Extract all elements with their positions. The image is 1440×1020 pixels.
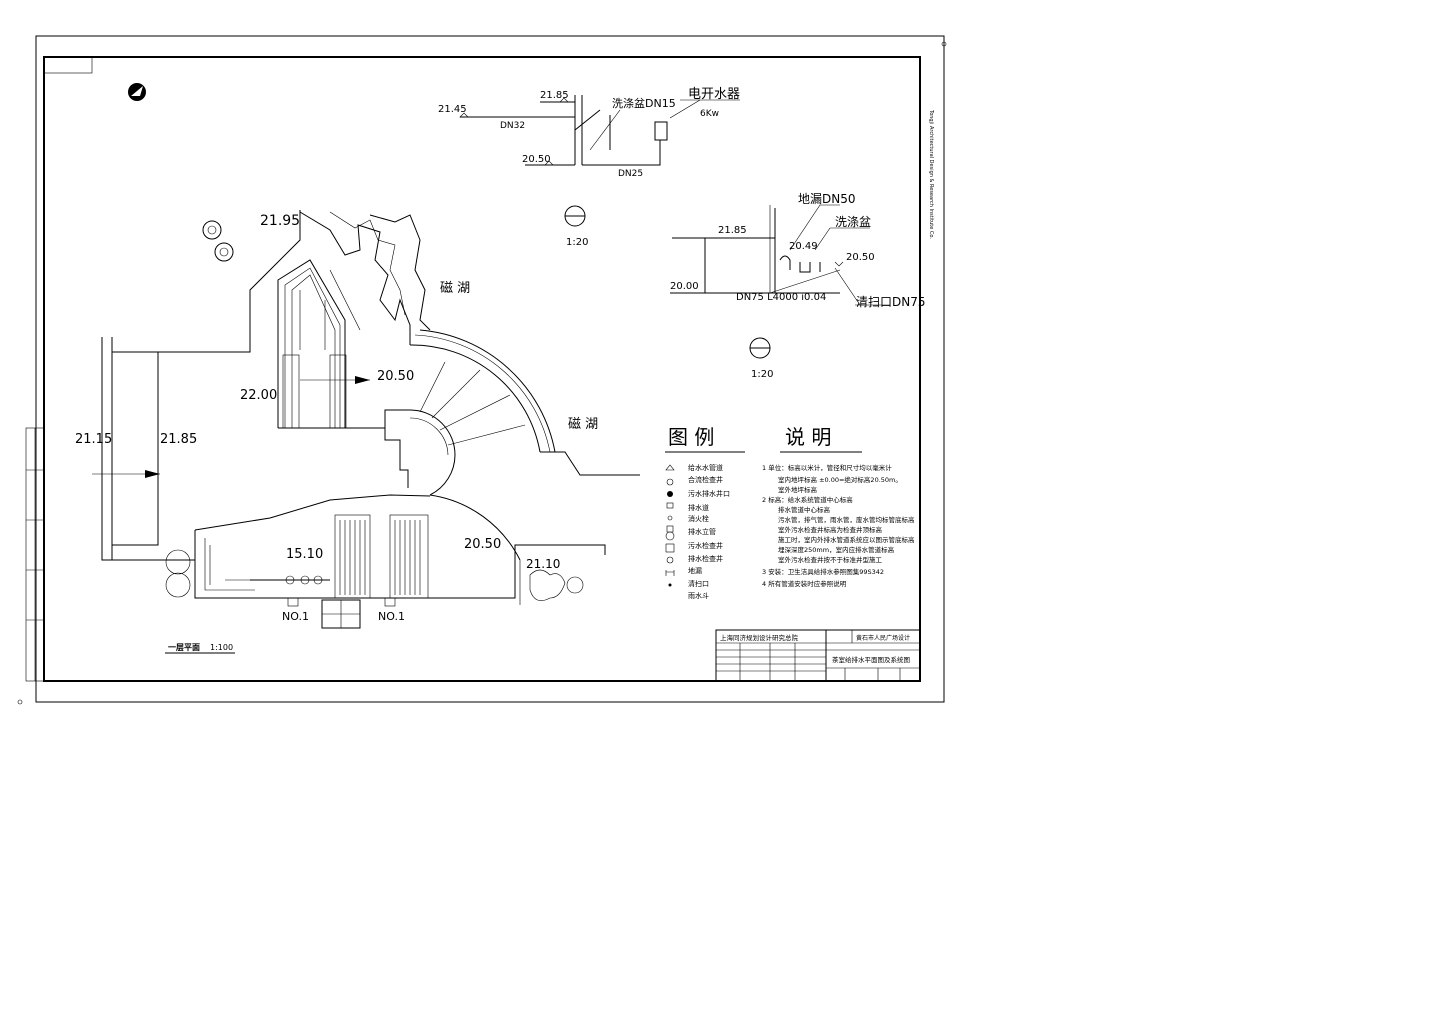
note-line: 埋深深度250mm，室内应排水管道标高	[778, 545, 895, 554]
level-label: 21.15	[75, 432, 112, 447]
note-line: 1 单位：标高以米计，管径和尺寸均以毫米计	[762, 463, 892, 472]
side-text: Tongji Architectural Design & Research I…	[928, 109, 934, 239]
sink-label: 洗涤盆DN15	[612, 96, 676, 110]
level-label: 20.50	[522, 154, 551, 165]
heater-power: 6Kw	[700, 109, 719, 119]
lake-label: 磁 湖	[568, 417, 598, 432]
project-name: 黄石市人民广场设计	[856, 634, 910, 642]
legend-item: 污水检查井	[688, 541, 723, 550]
drawing-name: 茶室给排水平面图及系统图	[832, 655, 910, 664]
pipe-spec: DN75 L4000 i0.04	[736, 292, 826, 303]
level-label: 20.50	[846, 252, 875, 263]
floor-drain-label: 地漏DN50	[798, 192, 856, 206]
note-line: 4 所有管道安装时应参照说明	[762, 579, 847, 588]
heater-label: 电开水器	[688, 87, 740, 102]
number-label: NO.1	[282, 610, 309, 623]
level-label: 20.49	[789, 241, 818, 252]
floor-plan: 21.95 22.00 20.50 21.15 21.85 15.10 20.5…	[75, 210, 640, 654]
note-line: 3 安装：卫生洁具给排水参照图集99S342	[762, 567, 884, 576]
pipe-label: DN32	[500, 121, 525, 131]
plan-scale: 1:100	[210, 643, 233, 652]
level-label: 20.50	[377, 369, 414, 384]
level-label: 15.10	[286, 547, 323, 562]
detail-marker-icon	[749, 337, 771, 359]
note-line: 室外地坪标高	[778, 485, 818, 494]
legend-heading: 图 例	[668, 425, 714, 449]
legend-item: 排水立管	[688, 527, 716, 536]
legend-item: 给水水管道	[688, 463, 723, 472]
level-label: 22.00	[240, 388, 277, 403]
outer-frame	[35, 35, 945, 703]
legend-item: 排水道	[688, 503, 709, 512]
note-line: 排水管道中心标高	[778, 505, 831, 514]
number-label: NO.1	[378, 610, 405, 623]
scale-label: 1:20	[566, 237, 588, 248]
notes: 说 明 1 单位：标高以米计，管径和尺寸均以毫米计 室内地坪标高 ±0.00=绝…	[762, 425, 915, 588]
lake-label: 磁 湖	[440, 281, 470, 296]
note-line: 室外污水检查井按不于标准井型施工	[778, 555, 883, 564]
level-label: 21.85	[718, 225, 747, 236]
notes-heading: 说 明	[785, 425, 831, 449]
tree-icon	[202, 220, 234, 262]
legend-item: 消火栓	[688, 514, 709, 523]
legend-item: 排水检查井	[688, 554, 723, 563]
stair-hatch	[339, 520, 421, 595]
inner-frame	[43, 56, 921, 682]
level-label: 21.10	[526, 557, 560, 571]
level-label: 21.85	[540, 90, 569, 101]
level-label: 21.85	[160, 432, 197, 447]
upper-detail: 21.45 21.85 20.50 DN32 DN25 洗涤盆DN15 电开水器…	[438, 87, 740, 248]
note-line: 2 标高：给水系统管道中心标高	[762, 495, 853, 504]
level-label: 21.95	[260, 213, 300, 229]
institute-name: 上海同济规划设计研究总院	[720, 633, 799, 642]
level-label: 20.00	[670, 281, 699, 292]
title-block: 上海同济规划设计研究总院 黄石市人民广场设计 茶室给排水平面图及系统图	[715, 629, 921, 682]
corner-box	[43, 56, 93, 74]
legend-item: 地漏	[688, 566, 702, 575]
legend-item: 污水排水井口	[688, 489, 730, 498]
detail-marker-icon	[564, 205, 586, 227]
legend: 图 例 给水水管道 合流检查井 污水排水井口 排水道 消火栓 排水立管 污水检查…	[665, 425, 745, 600]
note-line: 室内地坪标高 ±0.00=绝对标高20.50m。	[778, 475, 902, 484]
note-line: 施工时，室内外排水管道系统应以图示管底标高	[778, 535, 915, 544]
note-line: 污水管，排气管，雨水管，废水管均标管底标高	[778, 515, 915, 524]
cleanout-label: 清扫口DN75	[856, 295, 926, 309]
level-label: 20.50	[464, 537, 501, 552]
note-line: 室外污水检查井标高为检查井顶标高	[778, 525, 883, 534]
legend-item: 雨水斗	[688, 591, 709, 600]
pipe-label: DN25	[618, 169, 643, 179]
right-detail: 21.85 20.49 20.50 20.00 地漏DN50 洗涤盆 清扫口DN…	[670, 192, 926, 380]
sink-label: 洗涤盆	[835, 215, 871, 229]
north-arrow-icon	[128, 83, 146, 101]
legend-item: 合流检查井	[688, 475, 723, 484]
level-label: 21.45	[438, 104, 467, 115]
scale-label: 1:20	[751, 369, 773, 380]
legend-symbols	[665, 464, 675, 587]
legend-item: 清扫口	[688, 579, 709, 588]
plan-title: 一层平面	[168, 643, 200, 652]
